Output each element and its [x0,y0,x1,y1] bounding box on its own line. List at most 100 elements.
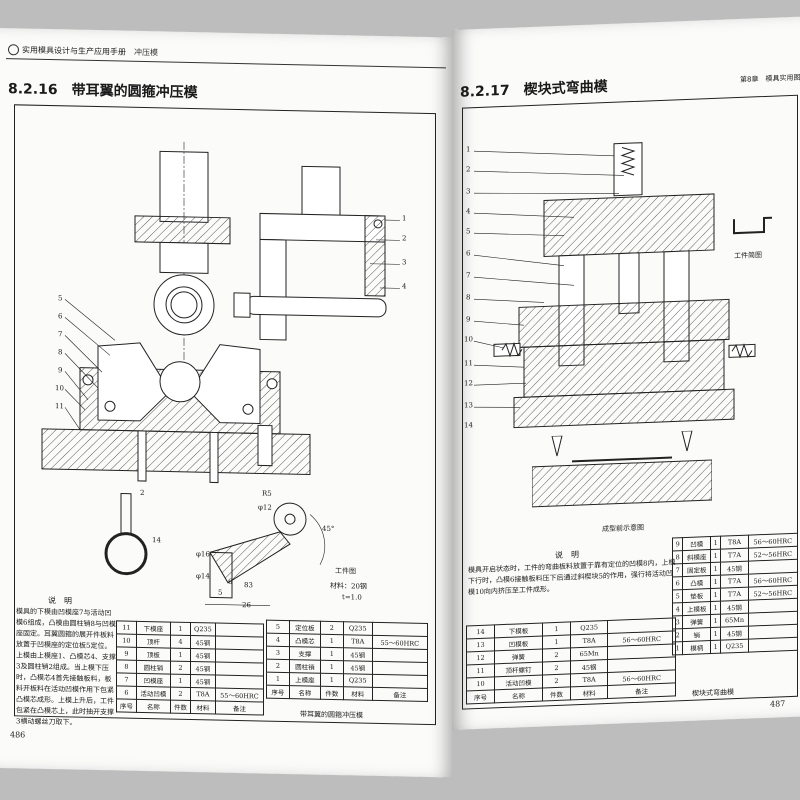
table-cell: 10 [466,676,495,691]
table-cell: 件数 [542,686,571,702]
callout-r10: 10 [464,335,473,344]
forming-sketch [532,430,712,508]
callout-10: 10 [55,384,64,393]
table-cell: 材料 [570,685,608,700]
table-cell: 模柄 [682,640,711,655]
table-cell: 45钢 [720,626,749,641]
callout-2: 2 [402,234,407,243]
table-cell: 11 [466,663,495,678]
table-cell: 件数 [320,686,344,700]
table-cell [372,648,428,663]
table-cell: T8A [190,687,216,702]
page-number-left: 486 [10,730,26,740]
work-caption: 工件图 [335,567,356,576]
table-caption-left: 带耳翼的圆箍冲压模 [300,710,363,720]
dim-14: 14 [152,536,161,545]
callout-r6: 6 [466,249,471,258]
table-cell: 下模座 [136,621,171,636]
callout-4: 4 [402,282,407,291]
dim-phi16: φ16 [196,550,210,559]
table-cell: 2 [542,673,571,689]
table-cell: 14 [466,624,495,639]
table-row: 序号名称件数材料备注 [116,698,264,716]
table-cell: 1 [320,647,344,661]
table-caption-right: 楔块式弯曲模 [692,688,734,698]
table-cell [215,662,264,677]
callout-11: 11 [55,402,64,411]
dim-5: 5 [218,588,223,597]
table-cell [748,637,798,653]
table-cell: 备注 [607,682,676,699]
table-cell: T7A [720,574,749,589]
dim-phi14: φ14 [196,572,210,581]
right-page: 8.2.17 楔块式弯曲模 第8章 模具实用图例 [452,16,800,731]
table-cell: 1 [542,634,571,650]
table-cell [372,622,428,637]
table-cell: 凸模 [682,575,711,590]
running-head-title: 实用模具设计与生产应用手册 [22,45,126,57]
table-cell: 2 [542,660,571,676]
table-cell: 固定板 [682,562,711,577]
table-cell [372,674,428,689]
callout-5: 5 [58,294,63,303]
table-cell: 7 [672,563,683,578]
work-caption-right: 工件简图 [734,251,762,261]
chapter-tag: 第8章 模具实用图例 [740,73,800,84]
table-cell: 45钢 [343,647,373,662]
table-cell: 上模座 [289,672,321,687]
running-head-sub: 冲压模 [134,47,158,58]
table-cell: 8 [672,550,683,565]
die-drawing-left [41,141,400,484]
table-cell: 备注 [215,701,264,716]
table-cell: 圆柱销 [136,660,171,675]
table-cell: 5 [266,620,290,634]
table-cell: 2 [170,661,191,675]
table-cell [215,636,264,651]
table-cell: 上模板 [682,601,711,616]
table-cell: 45钢 [190,648,216,663]
table-cell: 1 [710,549,721,563]
table-cell [372,661,428,676]
callout-r1: 1 [466,145,471,154]
table-cell: 11 [116,620,137,635]
table-cell: 材料 [190,700,216,715]
table-cell: 8 [116,659,137,674]
table-cell: 2 [266,659,290,673]
table-cell: 名称 [136,699,171,714]
dim-r5: R5 [262,489,272,498]
table-cell: 材料 [343,686,373,701]
table-cell: 4 [170,635,191,649]
header-rule [6,58,446,69]
running-head: 实用模具设计与生产应用手册冲压模 [8,44,158,58]
table-cell: 1 [710,562,721,576]
table-cell [215,649,264,664]
table-cell: 顶杆 [136,634,171,649]
table-cell: 6 [116,685,137,700]
dim-2: 2 [140,488,145,498]
table-cell: 名称 [494,688,543,703]
callout-r4: 4 [466,207,471,216]
table-cell: 45钢 [720,600,749,615]
table-cell: Q235 [343,673,373,688]
table-cell: 45钢 [190,674,216,689]
left-page: 实用模具设计与生产应用手册冲压模 8.2.16 带耳翼的圆箍冲压模 [0,28,452,778]
table-cell [215,675,264,690]
callout-r7: 7 [466,271,471,280]
page-number-right: 487 [770,699,786,709]
table-cell: 2 [320,621,344,635]
section-title-right: 8.2.17 楔块式弯曲模 [460,79,608,101]
table-cell: T7A [720,587,749,602]
table-cell: 2 [542,647,571,663]
table-cell: T8A [720,535,749,550]
forming-caption: 成型前示意图 [602,523,644,534]
callout-r3: 3 [466,187,471,196]
table-cell: 4 [672,602,683,617]
table-cell: 9 [116,646,137,661]
table-cell: 凸模芯 [289,633,321,648]
dim-45deg: 45° [322,524,335,534]
table-cell: 1 [542,621,571,637]
